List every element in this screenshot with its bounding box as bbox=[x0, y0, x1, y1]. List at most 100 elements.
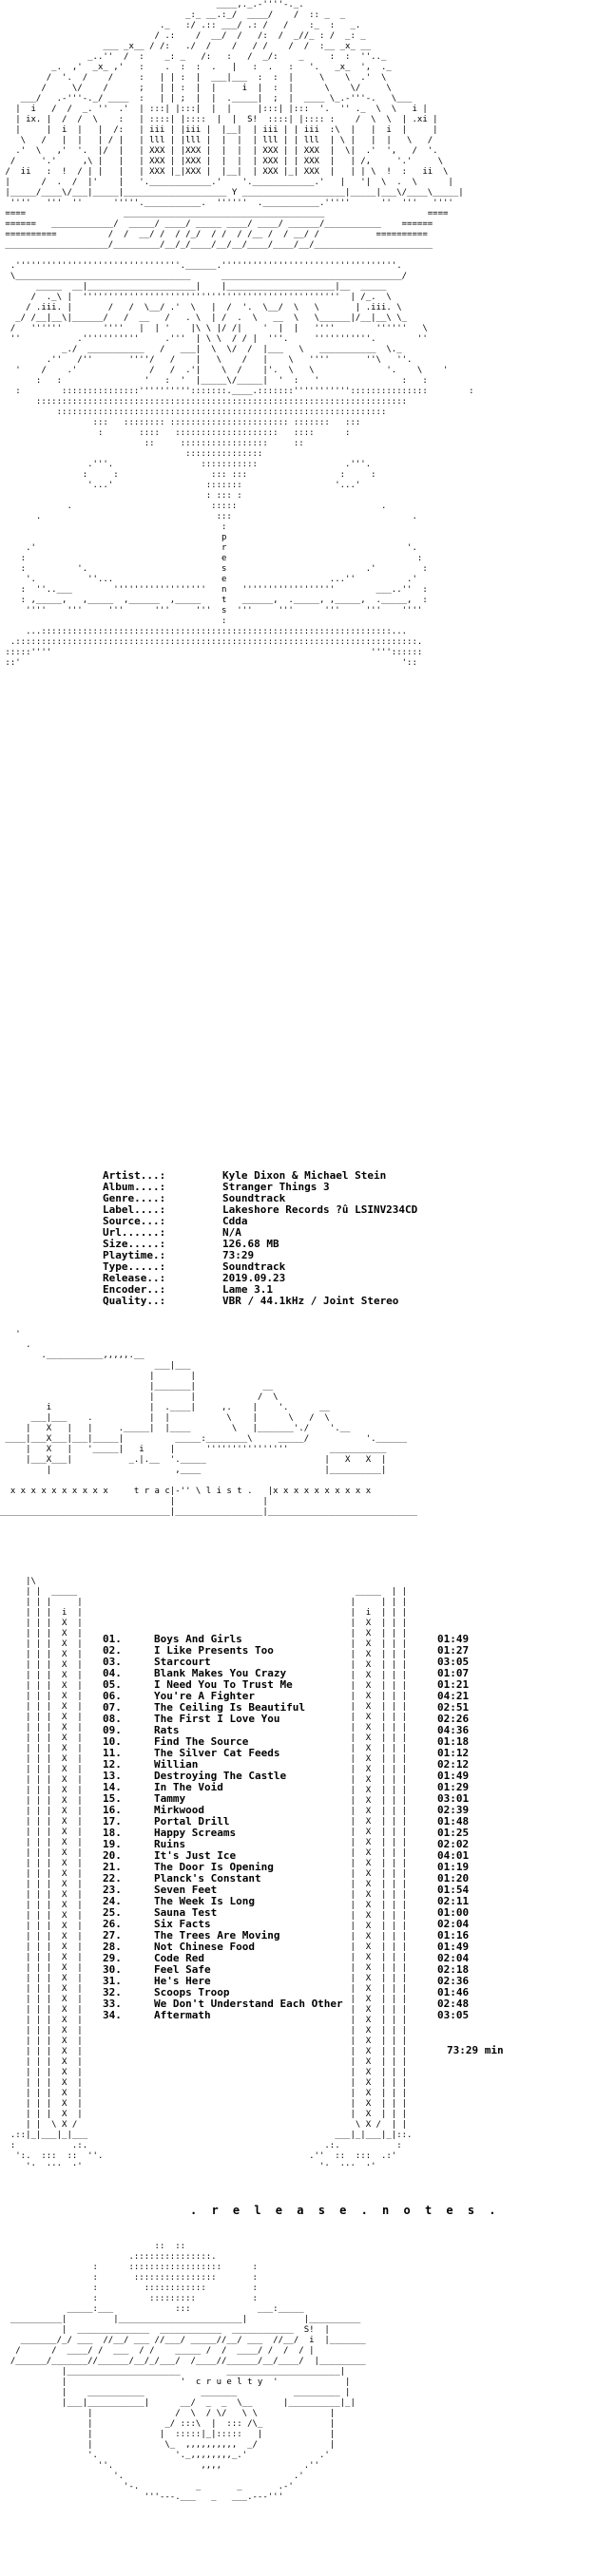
track-title: Find The Source bbox=[154, 1735, 249, 1748]
track-row: 31. He's Here 02:36 bbox=[103, 1976, 483, 1987]
track-number: 10. bbox=[103, 1735, 122, 1748]
track-title: The First I Love You bbox=[154, 1713, 280, 1725]
track-title: The Trees Are Moving bbox=[154, 1929, 280, 1941]
info-row: Url......: N/A bbox=[103, 1227, 502, 1239]
track-time: 02:36 bbox=[437, 1975, 470, 1987]
info-label: Type.....: bbox=[103, 1260, 166, 1273]
track-number: 05. bbox=[103, 1678, 122, 1691]
track-time: 02:18 bbox=[437, 1963, 470, 1976]
track-number: 07. bbox=[103, 1701, 122, 1714]
track-title: Tammy bbox=[154, 1792, 186, 1805]
ascii-art-header-logo: ____,._.-''''-._. _:_ __.:_/ ____/ / :: … bbox=[5, 0, 474, 668]
track-title: The Silver Cat Feeds bbox=[154, 1747, 280, 1759]
track-number: 20. bbox=[103, 1849, 122, 1862]
track-number: 19. bbox=[103, 1838, 122, 1850]
track-number: 08. bbox=[103, 1713, 122, 1725]
info-value: Kyle Dixon & Michael Stein bbox=[222, 1169, 387, 1182]
track-number: 28. bbox=[103, 1941, 122, 1953]
info-value: 2019.09.23 bbox=[222, 1272, 286, 1284]
info-label: Album....: bbox=[103, 1181, 166, 1193]
ascii-art-group-logo: :: :: .:::::::::::::::. : ::::::::::::::… bbox=[10, 2242, 366, 2502]
info-value: Lame 3.1 bbox=[222, 1283, 273, 1296]
track-row: 26. Six Facts 02:04 bbox=[103, 1919, 483, 1930]
info-label: Size.....: bbox=[103, 1238, 166, 1250]
track-time: 01:49 bbox=[437, 1941, 470, 1953]
track-number: 30. bbox=[103, 1963, 122, 1976]
track-number: 27. bbox=[103, 1929, 122, 1941]
track-number: 09. bbox=[103, 1724, 122, 1736]
track-number: 23. bbox=[103, 1884, 122, 1896]
info-label: Url......: bbox=[103, 1226, 166, 1239]
track-time: 04:36 bbox=[437, 1724, 470, 1736]
track-number: 16. bbox=[103, 1804, 122, 1816]
track-time: 02:04 bbox=[437, 1918, 470, 1930]
track-number: 34. bbox=[103, 2009, 122, 2021]
info-value: Cdda bbox=[222, 1215, 248, 1227]
info-value: Stranger Things 3 bbox=[222, 1181, 330, 1193]
info-label: Label....: bbox=[103, 1203, 166, 1216]
track-number: 29. bbox=[103, 1952, 122, 1964]
track-number: 01. bbox=[103, 1633, 122, 1645]
track-time: 01:00 bbox=[437, 1906, 470, 1919]
track-title: I Need You To Trust Me bbox=[154, 1678, 293, 1691]
track-number: 12. bbox=[103, 1758, 122, 1771]
info-value: Lakeshore Records ?û LSINV234CD bbox=[222, 1203, 418, 1216]
info-label: Source...: bbox=[103, 1215, 166, 1227]
track-time: 01:49 bbox=[437, 1770, 470, 1782]
track-time: 01:54 bbox=[437, 1884, 470, 1896]
track-title: The Week Is Long bbox=[154, 1895, 255, 1907]
track-title: Rats bbox=[154, 1724, 180, 1736]
track-title: Happy Screams bbox=[154, 1827, 237, 1839]
info-value: Soundtrack bbox=[222, 1260, 286, 1273]
ascii-art-tracklist-banner: ' . .___________,,,,,.__ ___|___ | | |__… bbox=[0, 1330, 417, 1517]
info-row: Encoder..:Lame 3.1 bbox=[103, 1284, 502, 1296]
track-title: Portal Drill bbox=[154, 1815, 230, 1828]
track-title: The Door Is Opening bbox=[154, 1861, 274, 1873]
track-title: The Ceiling Is Beautiful bbox=[154, 1701, 305, 1714]
track-number: 31. bbox=[103, 1975, 122, 1987]
track-time: 02:04 bbox=[437, 1952, 470, 1964]
track-title: Feel Safe bbox=[154, 1963, 211, 1976]
track-row: 30. Feel Safe 02:18 bbox=[103, 1964, 483, 1976]
info-row: Artist...: Kyle Dixon & Michael Stein bbox=[103, 1170, 502, 1182]
track-title: Blank Makes You Crazy bbox=[154, 1667, 287, 1679]
track-number: 14. bbox=[103, 1781, 122, 1793]
track-time: 03:05 bbox=[437, 1656, 470, 1668]
track-time: 01:21 bbox=[437, 1678, 470, 1691]
track-title: Six Facts bbox=[154, 1918, 211, 1930]
track-title: You're A Fighter bbox=[154, 1690, 255, 1702]
track-title: He's Here bbox=[154, 1975, 211, 1987]
info-row: Genre....:Soundtrack bbox=[103, 1193, 502, 1204]
info-row: Size.....:126.68 MB bbox=[103, 1239, 502, 1250]
info-label: Artist...: bbox=[103, 1169, 166, 1182]
track-time: 01:12 bbox=[437, 1747, 470, 1759]
track-number: 32. bbox=[103, 1986, 122, 1998]
track-number: 02. bbox=[103, 1644, 122, 1657]
track-title: Scoops Troop bbox=[154, 1986, 230, 1998]
info-label: Quality..: bbox=[103, 1295, 166, 1307]
track-number: 04. bbox=[103, 1667, 122, 1679]
info-value: N/A bbox=[222, 1226, 241, 1239]
track-time: 01:25 bbox=[437, 1827, 470, 1839]
info-value: 73:29 bbox=[222, 1249, 255, 1261]
info-value: Soundtrack bbox=[222, 1192, 286, 1204]
track-number: 26. bbox=[103, 1918, 122, 1930]
track-title: Willian bbox=[154, 1758, 199, 1771]
track-number: 25. bbox=[103, 1906, 122, 1919]
info-label: Release..: bbox=[103, 1272, 166, 1284]
track-title: Planck's Constant bbox=[154, 1872, 261, 1885]
